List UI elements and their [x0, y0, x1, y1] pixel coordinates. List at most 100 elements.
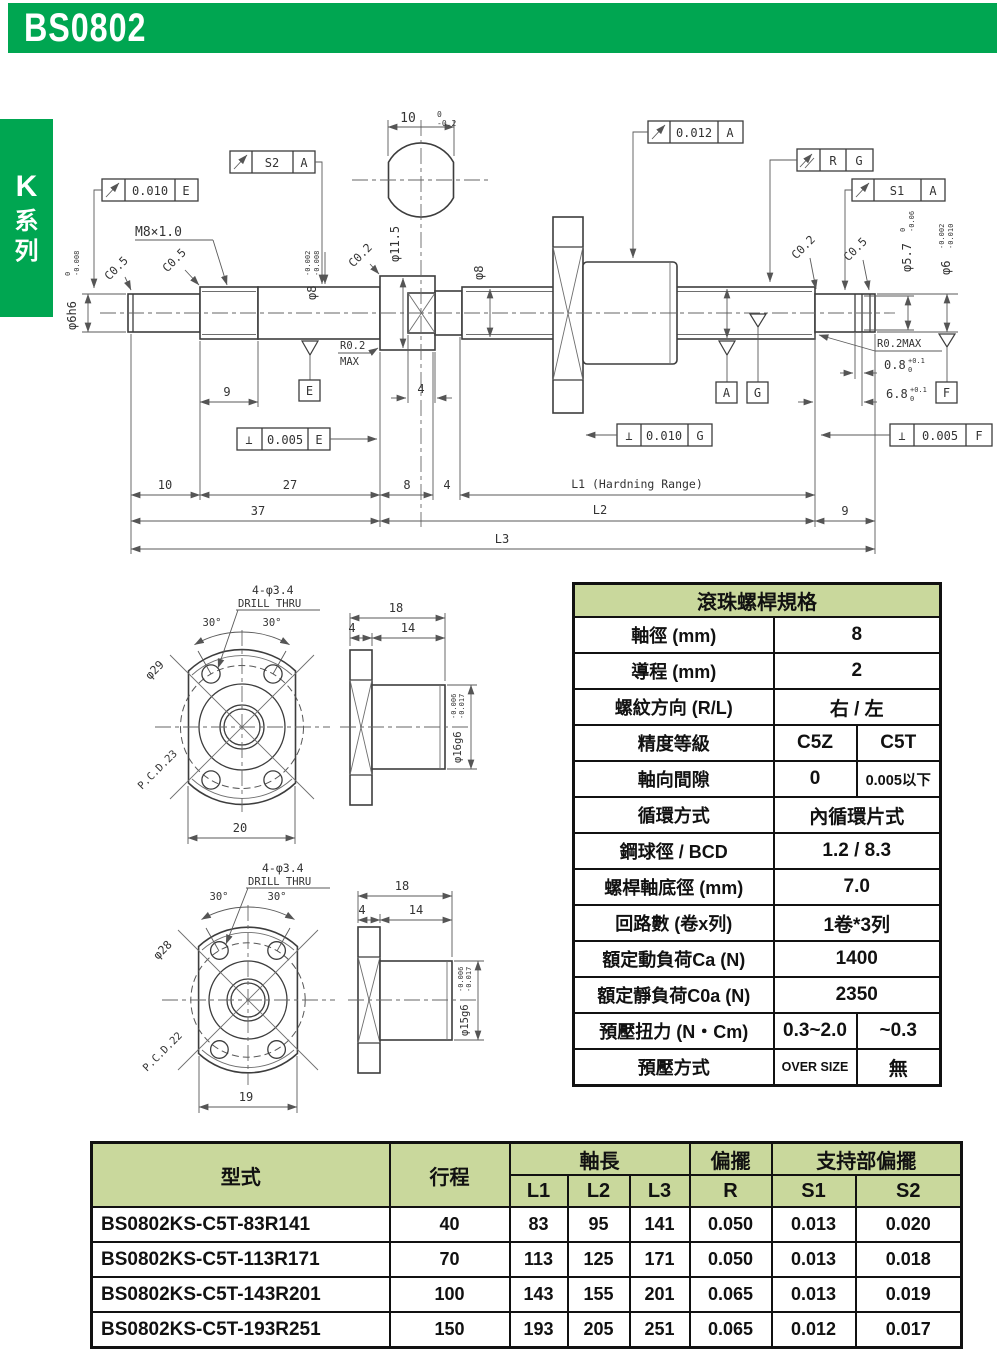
surface-value: 0.010: [132, 184, 168, 198]
flange-b-front-view: 30° 30° φ28 P.C.D.22 4-φ3.4 DRILL THRU 1…: [141, 861, 335, 1113]
svg-text:0.010: 0.010: [646, 429, 682, 443]
svg-text:-0.002: -0.002: [938, 224, 946, 249]
cell-s2: 0.017: [854, 1311, 963, 1349]
dim-flange-od: φ29: [142, 657, 167, 682]
cell-model: BS0802KS-C5T-113R171: [90, 1241, 391, 1278]
perp-callout-f: ⊥ 0.005 F: [820, 423, 993, 447]
surface-datum: A: [300, 156, 308, 170]
spec-label: 螺紋方向 (R/L): [572, 688, 775, 726]
spec-value-c5t: 0.005以下: [855, 760, 942, 798]
cell-r: 0.050: [688, 1241, 773, 1278]
sub-header-r: R: [688, 1174, 773, 1208]
label-bolt-holes: 4-φ3.4: [262, 861, 304, 875]
table-row: BS0802KS-C5T-143R201 100 143 155 201 0.0…: [90, 1276, 963, 1313]
svg-text:φ5.7: φ5.7: [900, 243, 914, 272]
svg-text:F: F: [975, 429, 982, 443]
label-chamfer-c02-2: C0.2: [788, 232, 817, 261]
svg-text:-0.017: -0.017: [465, 967, 473, 992]
spec-value: 7.0: [772, 868, 942, 906]
svg-text:C0.5: C0.5: [101, 253, 130, 282]
spec-value: 2: [772, 652, 942, 690]
svg-text:0: 0: [899, 228, 907, 232]
cell-r: 0.050: [688, 1206, 773, 1243]
cell-stroke: 150: [388, 1311, 511, 1349]
svg-text:-0.06: -0.06: [908, 211, 916, 232]
cell-l3: 251: [628, 1311, 691, 1349]
ball-nut: [552, 216, 678, 414]
svg-text:A: A: [723, 386, 731, 400]
cell-l3: 171: [628, 1241, 691, 1278]
dim-flange-thickness: 4: [358, 903, 365, 917]
cell-s1: 0.012: [770, 1311, 857, 1349]
dim-flange-od: φ28: [150, 937, 175, 962]
svg-text:E: E: [306, 384, 313, 398]
label-dia11-5: φ11.5: [388, 226, 407, 349]
perp-callout-e: ⊥ 0.005 E: [236, 427, 378, 451]
spec-label: 導程 (mm): [572, 652, 775, 690]
dim-l1-hardening-range: L1 (Hardning Range): [571, 477, 703, 491]
spec-value-c5z: C5Z: [772, 724, 858, 762]
dim-hole-angle: 30°: [203, 617, 222, 629]
svg-text:R0.2MAX: R0.2MAX: [877, 338, 922, 350]
dim-27: 27: [283, 478, 297, 492]
svg-text:MAX: MAX: [340, 356, 360, 368]
cell-stroke: 70: [388, 1241, 511, 1278]
cell-l1: 83: [508, 1206, 569, 1243]
dim-flange-width: 20: [233, 821, 247, 835]
spec-value: 2350: [772, 976, 942, 1014]
cell-stroke: 40: [388, 1206, 511, 1243]
label-r02max-right: R0.2MAX: [818, 334, 942, 352]
cell-l3: 201: [628, 1276, 691, 1313]
dim-hole-angle: 30°: [210, 891, 229, 903]
spec-value-c5t: C5T: [855, 724, 942, 762]
flange-a-side-view: 18 4 14 φ16g6 -0.006 -0.017: [340, 601, 477, 806]
label-dia5-7: φ5.7 0 -0.06: [864, 211, 916, 331]
surface-finish-icon: [105, 182, 120, 198]
spec-value: 8: [772, 616, 942, 654]
cell-model: BS0802KS-C5T-143R201: [90, 1276, 391, 1313]
spec-label: 軸向間隙: [572, 760, 775, 798]
surface-finish-icon: [799, 153, 813, 168]
spec-label: 鋼球徑 / BCD: [572, 832, 775, 870]
series-letter: K: [15, 169, 38, 203]
svg-text:φ8: φ8: [472, 266, 486, 280]
svg-text:C0.2: C0.2: [345, 240, 374, 269]
svg-text:-0.002: -0.002: [304, 251, 312, 276]
spec-value: 右 / 左: [772, 688, 942, 726]
group-header-runout: 偏擺: [688, 1141, 773, 1176]
svg-text:φ6h6: φ6h6: [65, 301, 79, 330]
col-header-stroke: 行程: [388, 1141, 511, 1208]
spec-label: 預壓扭力 (N・Cm): [572, 1012, 775, 1050]
surface-datum: A: [929, 184, 937, 198]
cell-s2: 0.018: [854, 1241, 963, 1278]
perpendicularity-icon: ⊥: [898, 429, 905, 443]
dim-flange-thickness: 4: [348, 621, 355, 635]
svg-text:φ8: φ8: [305, 286, 319, 300]
spec-label: 額定動負荷Ca (N): [572, 940, 775, 978]
group-header-shaft-length: 軸長: [508, 1141, 691, 1176]
col-header-model: 型式: [90, 1141, 391, 1208]
label-chamfer-c02-1: C0.2: [345, 240, 374, 269]
svg-text:+0.1: +0.1: [910, 386, 927, 394]
dim-flange-width: 19: [239, 1090, 253, 1104]
spec-label: 回路數 (卷x列): [572, 904, 775, 942]
cell-l1: 113: [508, 1241, 569, 1278]
cell-r: 0.065: [688, 1276, 773, 1313]
flange-b-side-view: 18 4 14 φ15g6 -0.006 -0.017: [348, 879, 484, 1074]
sub-header-s1: S1: [770, 1174, 857, 1208]
dim-pilot-dia: φ15g6: [459, 1004, 471, 1036]
surface-finish-icon: [233, 154, 248, 170]
dim-flats-tol-upper: 0: [437, 110, 442, 119]
cell-stroke: 100: [388, 1276, 511, 1313]
spec-label: 軸徑 (mm): [572, 616, 775, 654]
svg-text:φ6: φ6: [939, 261, 953, 275]
datum-a: A: [715, 288, 738, 404]
cell-s2: 0.019: [854, 1276, 963, 1313]
label-thread: M8×1.0: [135, 225, 228, 286]
svg-text:0: 0: [64, 272, 72, 276]
svg-text:0.005: 0.005: [922, 429, 958, 443]
dim-4: 4: [443, 478, 450, 492]
spec-value-c5z: 0: [772, 760, 858, 798]
